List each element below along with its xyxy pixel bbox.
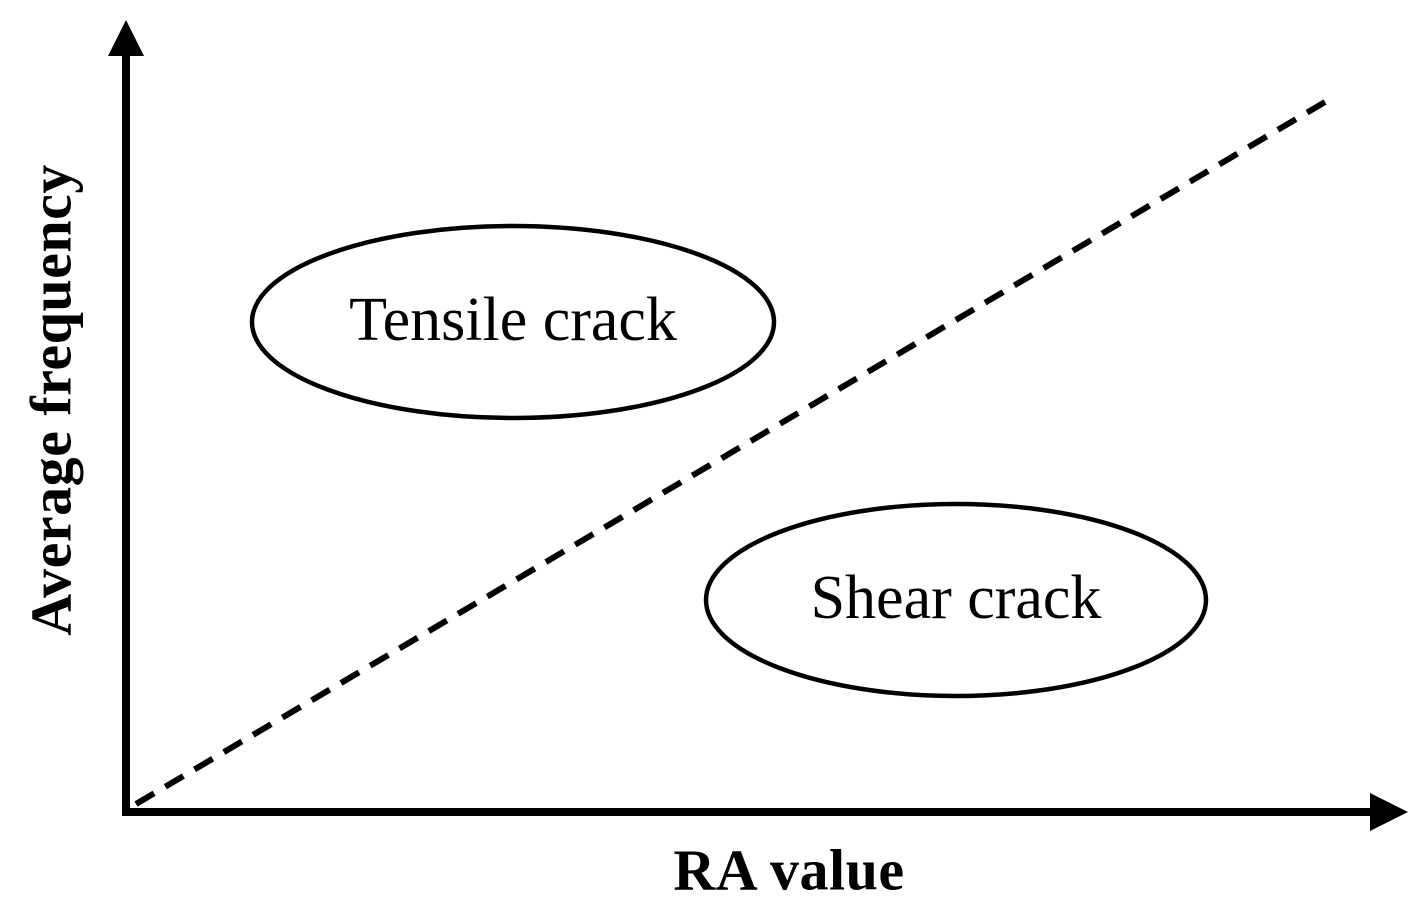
cluster-shear: Shear crack xyxy=(703,501,1209,699)
x-axis-title: RA value xyxy=(673,837,904,902)
tensile-crack-label: Tensile crack xyxy=(349,286,677,354)
y-axis-title: Average frequency xyxy=(18,164,83,636)
x-axis-arrow-icon xyxy=(1370,793,1408,831)
y-axis-arrow-icon xyxy=(108,20,144,56)
shear-crack-label: Shear crack xyxy=(811,564,1102,632)
tensile-crack-ellipse xyxy=(249,223,777,421)
diagonal-divider-line xyxy=(134,99,1327,807)
cluster-tensile: Tensile crack xyxy=(249,223,777,421)
shear-crack-ellipse xyxy=(703,501,1209,699)
